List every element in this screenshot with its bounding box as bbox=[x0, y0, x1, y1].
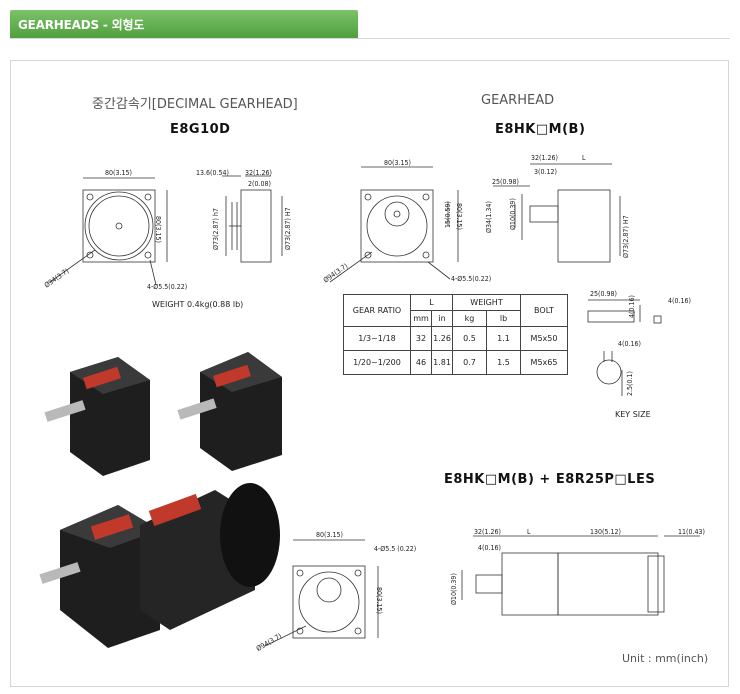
cell: 0.7 bbox=[452, 350, 487, 375]
bottom-dim-height: 80(3.15) bbox=[375, 587, 383, 614]
th-kg: kg bbox=[452, 310, 487, 327]
combo-model-name: E8HK□M(B) + E8R25P□LES bbox=[444, 472, 656, 487]
key-size-label: KEY SIZE bbox=[615, 410, 651, 419]
th-bolt: BOLT bbox=[520, 294, 568, 327]
table-row: 1/20~1/200 46 1.81 0.7 1.5 M5x65 bbox=[343, 350, 568, 375]
key-dim-4b: 4(0.16) bbox=[668, 297, 691, 305]
cell: 1.1 bbox=[486, 326, 521, 351]
right-dim-L: L bbox=[582, 154, 586, 162]
right-dim-25: 25(0.98) bbox=[492, 178, 519, 186]
th-weight: WEIGHT bbox=[452, 294, 521, 311]
cell: 32 bbox=[410, 326, 432, 351]
left-model-name: E8G10D bbox=[170, 122, 231, 137]
cell: 1.26 bbox=[431, 326, 453, 351]
cell: 1/3~1/18 bbox=[343, 326, 411, 351]
key-dim-2-5: 2.5(0.1) bbox=[626, 371, 634, 396]
cell: 1.5 bbox=[486, 350, 521, 375]
right-dim-34: Ø34(1.34) bbox=[485, 201, 493, 233]
right-side-body bbox=[557, 189, 611, 263]
combo-dim-L: L bbox=[527, 528, 531, 536]
right-front-square bbox=[360, 189, 434, 263]
right-dim-10: Ø10(0.39) bbox=[509, 198, 517, 230]
gearhead-photo-1 bbox=[44, 357, 150, 476]
combo-dim-130: 130(5.12) bbox=[590, 528, 621, 536]
left-front-square bbox=[82, 189, 156, 263]
combo-dim-32: 32(1.26) bbox=[474, 528, 501, 536]
left-section-title: 중간감속기[DECIMAL GEARHEAD] bbox=[92, 97, 298, 112]
left-dim-height: 80(3.15) bbox=[154, 216, 162, 243]
product-photos bbox=[39, 352, 282, 648]
cell: 1.81 bbox=[431, 350, 453, 375]
right-dim-3: 3(0.12) bbox=[534, 168, 557, 176]
right-dim-73: Ø73(2.87) H7 bbox=[622, 215, 630, 258]
cell: 0.5 bbox=[452, 326, 487, 351]
th-gear-ratio: GEAR RATIO bbox=[343, 294, 411, 327]
right-model-name: E8HK□M(B) bbox=[495, 122, 586, 137]
divider bbox=[10, 38, 730, 39]
th-lb: lb bbox=[486, 310, 521, 327]
combo-dim-11: 11(0.43) bbox=[678, 528, 705, 536]
bottom-dim-holes: 4-Ø5.5 (0.22) bbox=[374, 545, 417, 553]
right-dim-15: 15(0.59) bbox=[444, 201, 452, 228]
th-L: L bbox=[410, 294, 453, 311]
combo-dim-4: 4(0.16) bbox=[478, 544, 501, 552]
left-front-outer-circle bbox=[84, 191, 154, 261]
left-side-body bbox=[240, 189, 272, 263]
left-dim-73-h7: Ø73(2.87) h7 bbox=[212, 208, 220, 250]
combo-dim-10: Ø10(0.39) bbox=[450, 573, 458, 605]
left-dim-width: 80(3.15) bbox=[105, 169, 132, 177]
unit-label: Unit : mm(inch) bbox=[622, 652, 709, 665]
right-dim-holes: 4-Ø5.5(0.22) bbox=[451, 275, 492, 283]
right-section-title: GEARHEAD bbox=[481, 93, 555, 108]
right-dim-32: 32(1.26) bbox=[531, 154, 558, 162]
bottom-dim-width: 80(3.15) bbox=[316, 531, 343, 539]
cell: 46 bbox=[410, 350, 432, 375]
left-dim-13-6: 13.6(0.54) bbox=[196, 169, 229, 177]
right-dim-height: 80(3.15) bbox=[455, 203, 463, 230]
left-dim-32: 32(1.26) bbox=[245, 169, 272, 177]
left-dim-73-H7: Ø73(2.87) H7 bbox=[284, 207, 292, 250]
key-dim-4c: 4(0.16) bbox=[618, 340, 641, 348]
th-in: in bbox=[431, 310, 453, 327]
cell: 1/20~1/200 bbox=[343, 350, 411, 375]
cell: M5x65 bbox=[520, 350, 568, 375]
th-mm: mm bbox=[410, 310, 432, 327]
key-dim-4a: 4(0.16) bbox=[628, 295, 636, 318]
gearhead-photo-2 bbox=[177, 352, 282, 471]
section-tab-title: GEARHEADS - 외형도 bbox=[18, 18, 145, 32]
left-weight: WEIGHT 0.4kg(0.88 lb) bbox=[152, 300, 244, 309]
motor-with-gearhead-photo bbox=[39, 483, 280, 648]
section-tab: GEARHEADS - 외형도 bbox=[10, 10, 358, 39]
left-dim-2: 2(0.08) bbox=[248, 180, 271, 188]
bottom-front-square bbox=[292, 565, 366, 639]
cell: M5x50 bbox=[520, 326, 568, 351]
spec-table: GEAR RATIO L WEIGHT BOLT mm in kg lb 1/3… bbox=[343, 294, 568, 375]
key-dim-25: 25(0.98) bbox=[590, 290, 617, 298]
right-dim-width: 80(3.15) bbox=[384, 159, 411, 167]
content-panel bbox=[10, 60, 729, 687]
left-dim-holes: 4-Ø5.5(0.22) bbox=[147, 283, 188, 291]
table-row: 1/3~1/18 32 1.26 0.5 1.1 M5x50 bbox=[343, 326, 568, 351]
